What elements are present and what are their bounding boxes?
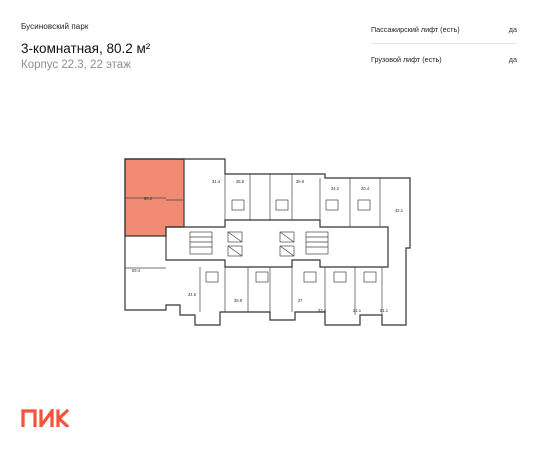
floor-plan: 80.2 34.4 36.5 36.6 34.2 20.4 42.1 59.4 … [120, 150, 420, 330]
feature-divider [371, 43, 517, 44]
area-label: 36.6 [296, 179, 305, 184]
apartment-title: 3-комнатная, 80.2 м² [21, 41, 151, 56]
area-label: 34.5 [188, 292, 197, 297]
project-name: Бусиновский парк [21, 22, 89, 31]
area-label: 61.1 [380, 308, 389, 313]
feature-passenger-elevator: Пассажирский лифт (есть) да [371, 24, 517, 35]
building-floor-label: Корпус 22.3, 22 этаж [21, 59, 131, 71]
header: Бусиновский парк 3-комнатная, 80.2 м² Ко… [21, 22, 150, 72]
floor-plan-drawing: 80.2 34.4 36.5 36.6 34.2 20.4 42.1 59.4 … [124, 158, 411, 326]
area-label: 34.4 [212, 179, 221, 184]
feature-label: Грузовой лифт (есть) [371, 55, 442, 64]
area-label: 36.5 [236, 179, 245, 184]
features-list: Пассажирский лифт (есть) да Грузовой лиф… [371, 24, 517, 65]
highlighted-apartment[interactable] [124, 158, 185, 237]
area-label: 35.9 [234, 298, 243, 303]
feature-value: да [508, 55, 517, 64]
area-label: 33.4 [318, 308, 327, 313]
area-label: 80.2 [144, 196, 153, 201]
feature-value: да [508, 25, 517, 34]
area-label: 59.4 [132, 268, 141, 273]
area-label: 20.4 [361, 186, 370, 191]
pik-logo-icon [21, 409, 69, 427]
pik-logo[interactable] [21, 409, 69, 427]
area-label: 21.1 [353, 308, 362, 313]
feature-freight-elevator: Грузовой лифт (есть) да [371, 54, 517, 65]
area-label: 34.2 [331, 186, 340, 191]
feature-label: Пассажирский лифт (есть) [371, 25, 460, 34]
area-label: 42.1 [395, 208, 404, 213]
area-label: 37 [298, 298, 303, 303]
